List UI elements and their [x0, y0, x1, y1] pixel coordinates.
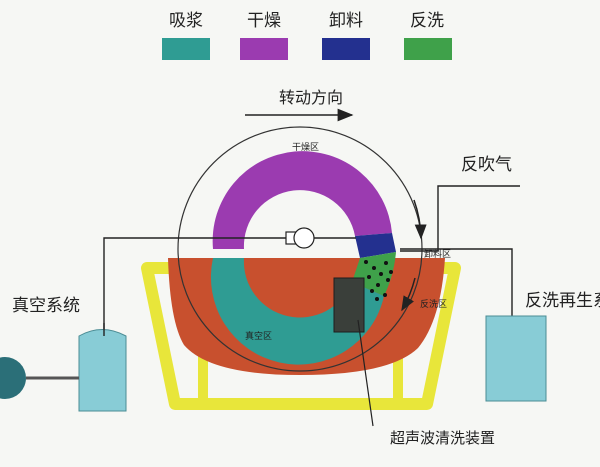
legend-label-drying: 干燥 — [247, 11, 281, 31]
backwash-regen-tank — [485, 315, 547, 402]
ultrasonic-device — [333, 277, 365, 333]
valve-circle — [293, 227, 315, 249]
discharge-zone-label: 卸料区 — [424, 248, 451, 260]
back-blow-air-line — [400, 185, 520, 252]
ultrasonic-pointer — [357, 319, 374, 427]
drying-zone-label: 干燥区 — [292, 142, 319, 153]
legend-swatch-discharge — [322, 38, 370, 60]
legend-label-backwash: 反洗 — [410, 11, 444, 31]
backwash-zone-label: 反洗区 — [420, 298, 447, 310]
vacuum-vessel — [78, 329, 127, 412]
legend-label-discharge: 卸料 — [329, 11, 363, 31]
backwash-line — [400, 248, 513, 316]
discharge-zone-ring — [355, 233, 396, 258]
legend-swatch-suction — [162, 38, 210, 60]
particles — [364, 260, 393, 301]
rotation-direction-label: 转动方向 — [279, 88, 344, 107]
vacuum-system-label: 真空系统 — [12, 296, 80, 316]
vacuum-line — [103, 237, 286, 330]
legend-swatch-drying — [240, 38, 288, 60]
legend-swatch-backwash — [404, 38, 452, 60]
vacuum-pump — [0, 357, 26, 399]
backwash-regen-label: 反洗再生系 — [525, 291, 600, 311]
drying-zone-ring — [212, 151, 392, 249]
suction-zone-ring — [210, 258, 384, 365]
vacuum-zone-label: 真空区 — [245, 330, 272, 342]
legend-label-suction: 吸浆 — [169, 11, 203, 31]
back-blow-air-label: 反吹气 — [461, 155, 512, 175]
ultrasonic-device-label: 超声波清洗装置 — [390, 429, 496, 447]
